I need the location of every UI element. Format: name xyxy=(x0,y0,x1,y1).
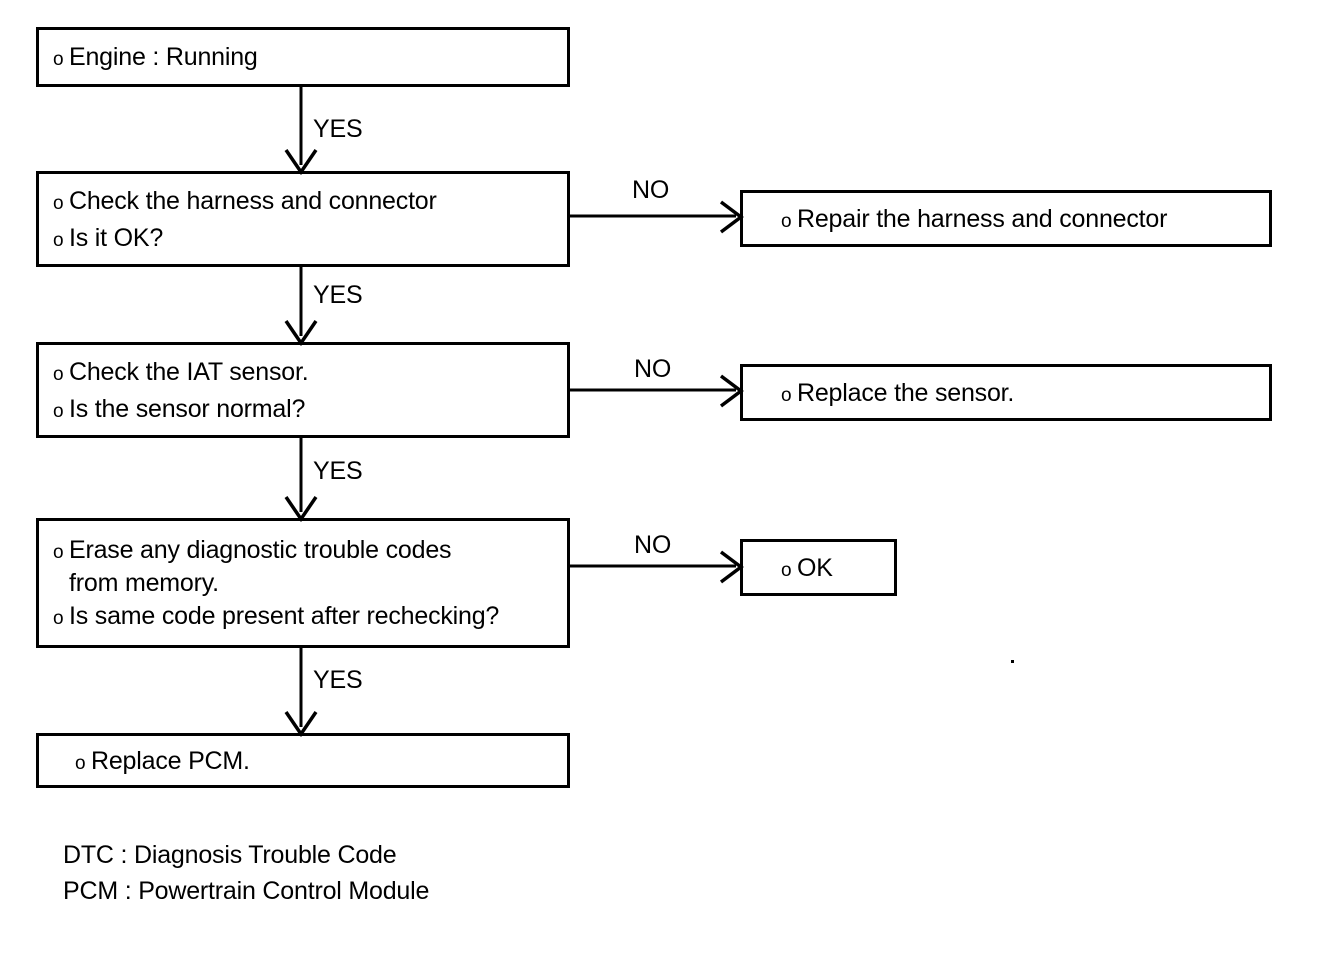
node-line: o Is same code present after rechecking? xyxy=(39,602,567,630)
edge-label-yes-1: YES xyxy=(313,115,363,143)
edge-erase-to-pcm xyxy=(284,648,318,738)
edge-engine-to-harness xyxy=(284,87,318,176)
node-text: Replace the sensor. xyxy=(797,378,1015,407)
node-line: o Is the sensor normal? xyxy=(39,395,567,423)
bullet-glyph: o xyxy=(781,384,792,406)
node-text: Is it OK? xyxy=(69,223,164,252)
bullet-glyph: o xyxy=(53,608,64,629)
bullet-glyph: o xyxy=(53,49,64,70)
edge-harness-to-iat xyxy=(284,267,318,347)
node-text: Check the IAT sensor. xyxy=(69,357,309,386)
edge-label-yes-2: YES xyxy=(313,281,363,309)
node-erase-codes: o Erase any diagnostic trouble codes fro… xyxy=(36,518,570,648)
node-text: Erase any diagnostic trouble codes xyxy=(69,536,452,564)
node-line: o Repair the harness and connector xyxy=(743,205,1269,233)
bullet-glyph: o xyxy=(781,210,792,232)
bullet-glyph: o xyxy=(75,752,86,774)
node-text: Is the sensor normal? xyxy=(69,394,306,423)
edge-iat-to-erase xyxy=(284,438,318,523)
node-line: o Check the IAT sensor. xyxy=(39,358,567,386)
node-ok: o OK xyxy=(740,539,897,596)
node-text: Repair the harness and connector xyxy=(797,204,1168,233)
edge-harness-to-repair xyxy=(570,200,744,234)
edge-label-no-3: NO xyxy=(634,531,672,559)
node-line: o Engine : Running xyxy=(39,43,567,71)
bullet-glyph: o xyxy=(53,542,64,563)
node-text: Engine : Running xyxy=(69,43,258,71)
bullet-glyph: o xyxy=(53,363,64,385)
node-line: o OK xyxy=(743,554,894,582)
node-check-iat-sensor: o Check the IAT sensor. o Is the sensor … xyxy=(36,342,570,438)
node-engine-running: o Engine : Running xyxy=(36,27,570,87)
edge-label-yes-4: YES xyxy=(313,666,363,694)
legend-line-pcm: PCM : Powertrain Control Module xyxy=(63,876,430,905)
node-line: o Replace PCM. xyxy=(39,747,567,775)
node-text: from memory. xyxy=(69,569,219,597)
node-line: from memory. xyxy=(39,569,567,597)
node-line: o Is it OK? xyxy=(39,224,567,252)
node-check-harness: o Check the harness and connector o Is i… xyxy=(36,171,570,267)
node-text: OK xyxy=(797,553,833,582)
scan-artifact-speck xyxy=(1011,660,1014,663)
legend: DTC : Diagnosis Trouble Code PCM : Power… xyxy=(63,838,429,909)
edge-label-no-2: NO xyxy=(634,355,672,383)
bullet-glyph: o xyxy=(53,400,64,422)
edge-label-yes-3: YES xyxy=(313,457,363,485)
edge-erase-to-ok xyxy=(570,550,744,584)
node-line: o Replace the sensor. xyxy=(743,379,1269,407)
node-line: o Erase any diagnostic trouble codes xyxy=(39,536,567,564)
bullet-glyph: o xyxy=(53,192,64,214)
node-text: Replace PCM. xyxy=(91,746,250,775)
bullet-glyph: o xyxy=(781,559,792,581)
edge-label-no-1: NO xyxy=(632,176,670,204)
node-text: Check the harness and connector xyxy=(69,186,437,215)
legend-line-dtc: DTC : Diagnosis Trouble Code xyxy=(63,841,397,869)
node-line: o Check the harness and connector xyxy=(39,187,567,215)
node-text: Is same code present after rechecking? xyxy=(69,602,500,630)
node-replace-sensor: o Replace the sensor. xyxy=(740,364,1272,421)
edge-iat-to-replace-sensor xyxy=(570,374,744,408)
node-replace-pcm: o Replace PCM. xyxy=(36,733,570,788)
bullet-glyph: o xyxy=(53,229,64,251)
